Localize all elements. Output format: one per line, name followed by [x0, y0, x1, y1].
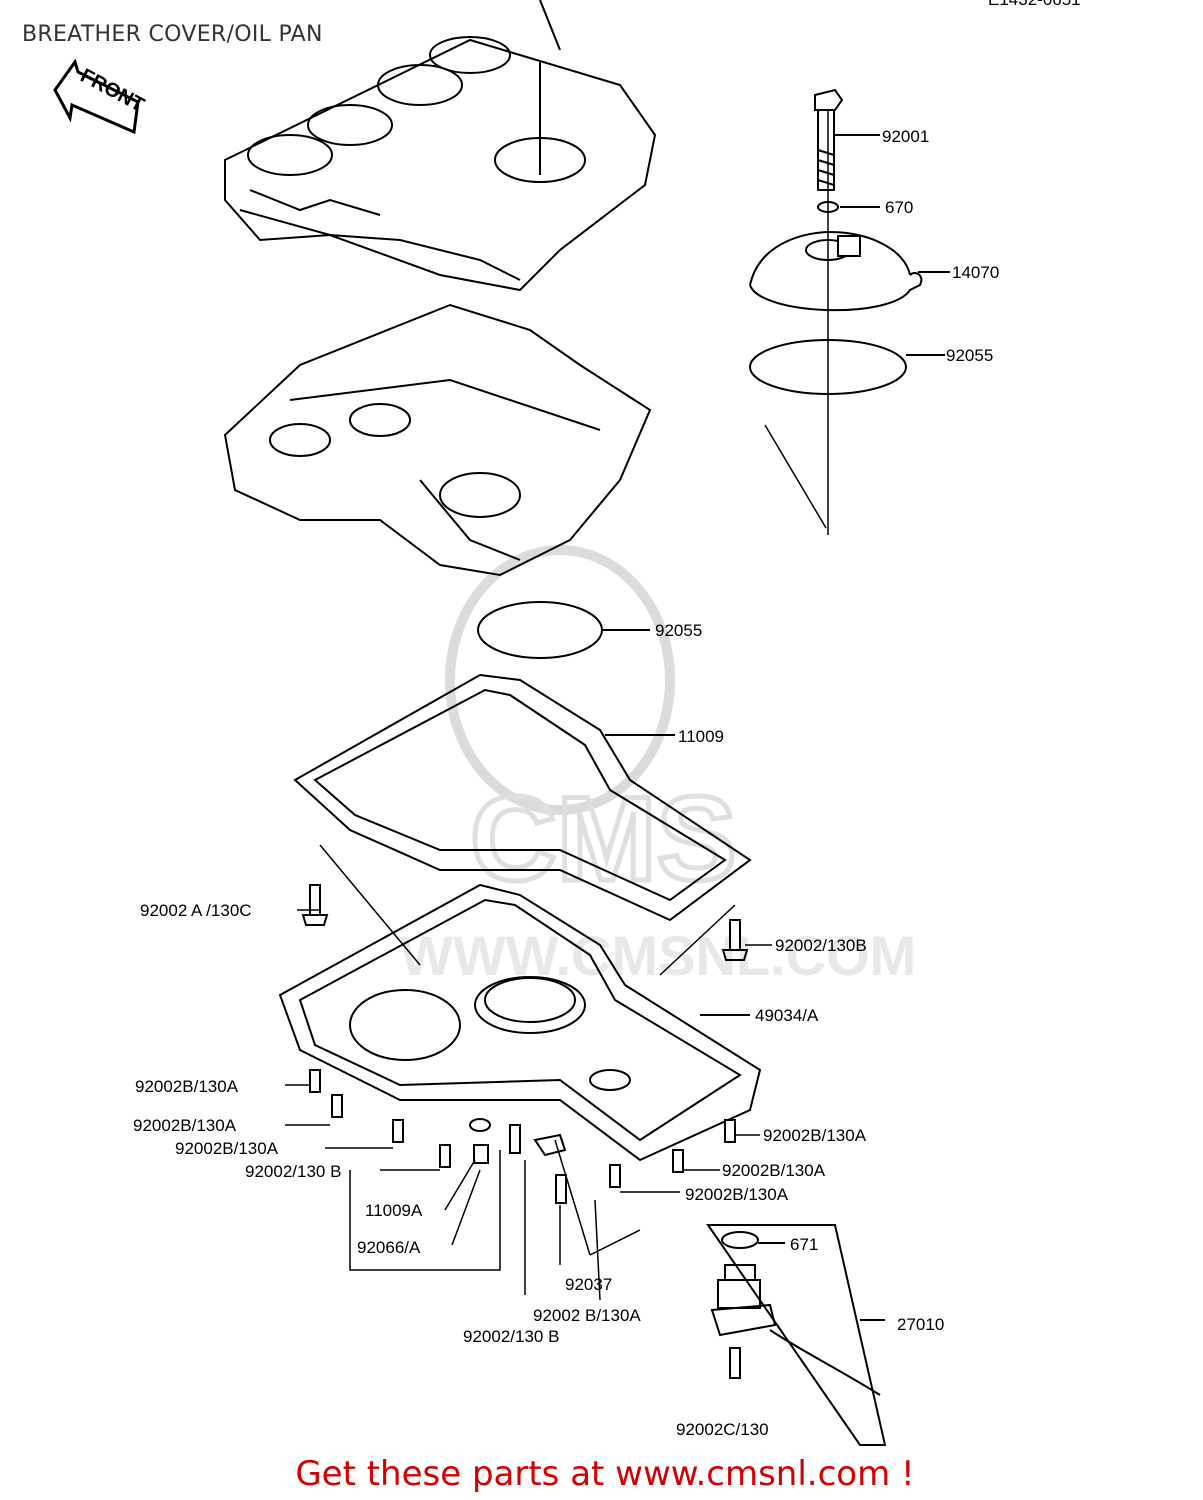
part-labels: 92001 670 14070 92055 92055 11009 92002 … [133, 127, 999, 1439]
label-92002c-130: 92002C/130 [676, 1420, 769, 1439]
label-11009: 11009 [678, 727, 724, 746]
page-title: BREATHER COVER/OIL PAN [22, 22, 323, 47]
label-92037: 92037 [565, 1275, 612, 1294]
label-671: 671 [790, 1235, 818, 1254]
o-ring-92055-mid [477, 601, 650, 659]
pan-bolts [301, 884, 749, 1204]
label-92002-130b-left: 92002/130 B [245, 1162, 341, 1181]
label-670: 670 [885, 198, 913, 217]
label-14070: 14070 [952, 263, 999, 282]
oil-pressure-switch-27010 [706, 1224, 887, 1446]
label-92001: 92001 [882, 127, 929, 146]
watermark-logo: CMS WWW.CMSNL.COM [400, 545, 916, 987]
label-92002-130b-right: 92002/130B [775, 936, 867, 955]
gasket-11009 [293, 673, 752, 922]
label-92002a-130c: 92002 A /130C [140, 901, 252, 920]
bolt-92001 [814, 88, 880, 191]
oil-pan-49034a [278, 883, 762, 1162]
label-92055-top: 92055 [946, 346, 993, 365]
label-92002b-130a-2: 92002B/130A [133, 1116, 237, 1135]
lower-crankcase [223, 303, 652, 577]
label-92002-130b-bottom: 92002/130 B [463, 1327, 559, 1346]
watermark-cms: CMS [470, 772, 737, 906]
label-92002b-130a-r1: 92002B/130A [763, 1126, 867, 1145]
label-92002b-130a-3: 92002B/130A [175, 1139, 279, 1158]
label-92055-mid: 92055 [655, 621, 702, 640]
leader-lines-pan [285, 844, 772, 1301]
upper-crankcase [224, 0, 657, 292]
drawing-code: E1432-0651 [988, 0, 1081, 10]
label-92002b-130a-r3: 92002B/130A [685, 1185, 789, 1204]
label-27010: 27010 [897, 1315, 944, 1334]
label-92002b-130a-r2: 92002B/130A [722, 1161, 826, 1180]
o-ring-92055-top [749, 339, 945, 395]
promo-link[interactable]: Get these parts at www.cmsnl.com ! [295, 1454, 915, 1494]
front-arrow-icon: FRONT [53, 58, 148, 135]
watermark-url: WWW.CMSNL.COM [400, 924, 916, 987]
leader-lines-breather [764, 110, 829, 535]
label-92002b-130a-bottom: 92002 B/130A [533, 1306, 641, 1325]
label-92066a: 92066/A [357, 1238, 421, 1257]
label-49034a: 49034/A [755, 1006, 819, 1025]
label-92002b-130a-1: 92002B/130A [135, 1077, 239, 1096]
label-11009a: 11009A [365, 1201, 423, 1220]
breather-cover-14070 [749, 230, 950, 312]
